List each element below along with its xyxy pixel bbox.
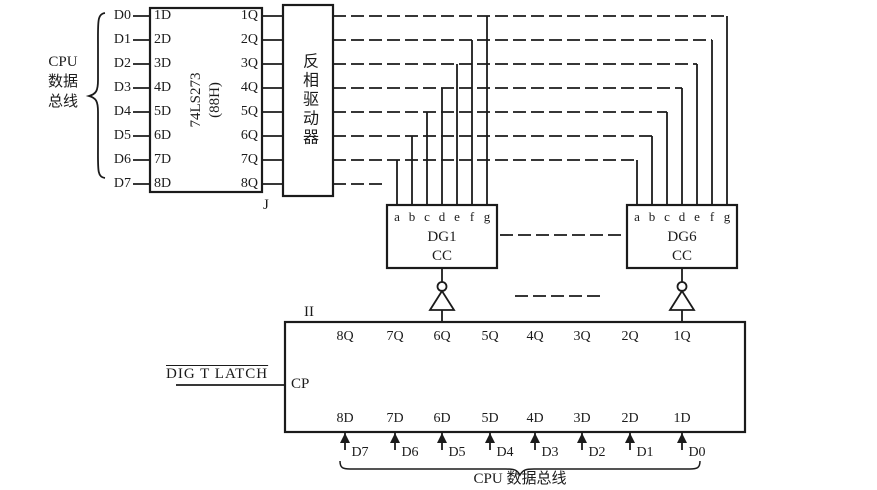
latch-to-driver-wires <box>262 15 283 185</box>
latch-pin-6q: 6Q <box>433 329 451 344</box>
signal-d4: D4 <box>113 104 131 119</box>
dg1-pin-drops <box>396 16 488 205</box>
dg6-pin-a: a <box>634 209 640 224</box>
dg1-pin-a: a <box>394 209 400 224</box>
ic273-pin-6d: 6D <box>154 128 172 143</box>
cpu-bus-input-wires <box>133 15 150 185</box>
bottom-signal-d6: D6 <box>401 445 419 460</box>
bottom-signal-d3: D3 <box>541 445 559 460</box>
ic273-pin-7q: 7Q <box>240 152 258 167</box>
signal-d6: D6 <box>113 152 131 167</box>
latch-pin-8d: 8D <box>336 411 354 426</box>
bottom-signal-d5: D5 <box>448 445 466 460</box>
dg1-pin-g: g <box>483 209 491 224</box>
ic273-name-line2: (88H) <box>207 82 223 118</box>
latch-pin-7d: 7D <box>386 411 404 426</box>
dg1-pin-d: d <box>438 209 446 224</box>
dg6-pin-b: b <box>648 209 656 224</box>
latch-pin-5q: 5Q <box>481 329 499 344</box>
latch-pin-1q: 1Q <box>673 329 691 344</box>
latch-pin-5d: 5D <box>481 411 499 426</box>
dg6-pin-drops <box>636 16 728 205</box>
box-digit-latch <box>283 320 747 434</box>
signal-d2: D2 <box>113 56 131 71</box>
ic273-pin-2d: 2D <box>154 32 172 47</box>
box-inverting-driver <box>281 3 335 198</box>
dg6-name: DG6 <box>667 229 697 245</box>
ic273-pin-1d: 1D <box>154 8 172 23</box>
latch-pin-3q: 3Q <box>573 329 591 344</box>
dg1-common: CC <box>431 248 453 264</box>
latch-enable-label: DIG T LATCH <box>166 366 269 382</box>
dg1-name: DG1 <box>427 229 457 245</box>
dg1-pin-c: c <box>424 209 430 224</box>
cpu-bus-left-label: CPU 数据 总线 <box>38 52 88 112</box>
bottom-bus-brace <box>339 460 701 477</box>
dg6-pin-d: d <box>678 209 686 224</box>
bottom-signal-d7: D7 <box>351 445 369 460</box>
marker-ii: II <box>304 304 314 320</box>
latch-pin-7q: 7Q <box>386 329 404 344</box>
latch-cp-pin: CP <box>291 376 310 392</box>
box-74ls273 <box>148 6 264 194</box>
bottom-signal-d0: D0 <box>688 445 706 460</box>
dg1-pin-f: f <box>469 209 475 224</box>
bottom-signal-d1: D1 <box>636 445 654 460</box>
ic273-pin-5d: 5D <box>154 104 172 119</box>
dg6-pin-g: g <box>723 209 731 224</box>
ic273-pin-2q: 2Q <box>240 32 258 47</box>
ic273-pin-6q: 6Q <box>240 128 258 143</box>
signal-d3: D3 <box>113 80 131 95</box>
ic273-pin-3q: 3Q <box>240 56 258 71</box>
latch-pin-1d: 1D <box>673 411 691 426</box>
signal-d0: D0 <box>113 8 131 23</box>
dg6-pin-e: e <box>694 209 700 224</box>
left-bus-brace <box>85 12 106 179</box>
ic273-pin-1q: 1Q <box>240 8 258 23</box>
latch-pin-4q: 4Q <box>526 329 544 344</box>
ic273-pin-3d: 3D <box>154 56 172 71</box>
signal-d1: D1 <box>113 32 131 47</box>
ic273-name: 74LS273 (88H) <box>187 72 225 127</box>
cpu-bus-left-line1: CPU <box>48 54 78 70</box>
dg6-pin-f: f <box>709 209 715 224</box>
bottom-signal-d4: D4 <box>496 445 514 460</box>
latch-pin-2q: 2Q <box>621 329 639 344</box>
marker-j: J <box>263 197 269 213</box>
inverting-driver-label: 反相驱动器 <box>300 52 317 148</box>
dg6-pin-c: c <box>664 209 670 224</box>
bottom-signal-d2: D2 <box>588 445 606 460</box>
signal-d5: D5 <box>113 128 131 143</box>
ic273-pin-4q: 4Q <box>240 80 258 95</box>
latch-pin-2d: 2D <box>621 411 639 426</box>
signal-d7: D7 <box>113 176 131 191</box>
ic273-pin-4d: 4D <box>154 80 172 95</box>
ic273-pin-8q: 8Q <box>240 176 258 191</box>
latch-pin-3d: 3D <box>573 411 591 426</box>
dg1-pin-b: b <box>408 209 416 224</box>
latch-pin-4d: 4D <box>526 411 544 426</box>
ic273-pin-7d: 7D <box>154 152 172 167</box>
dg6-inverter <box>668 268 696 322</box>
ic273-pin-5q: 5Q <box>240 104 258 119</box>
latch-pin-6d: 6D <box>433 411 451 426</box>
cpu-bus-left-line2: 数据 <box>47 74 78 90</box>
latch-pin-8q: 8Q <box>336 329 354 344</box>
dg1-pin-e: e <box>454 209 460 224</box>
segment-bus-dashed <box>333 15 727 297</box>
ic273-pin-8d: 8D <box>154 176 172 191</box>
dg1-inverter <box>428 268 456 322</box>
dg6-common: CC <box>671 248 693 264</box>
ic273-name-line1: 74LS273 <box>188 72 204 128</box>
cpu-bus-bottom-label: CPU 数据总线 <box>473 471 567 487</box>
cpu-bus-left-line3: 总线 <box>47 94 78 110</box>
latch-input-arrowheads <box>340 433 687 443</box>
